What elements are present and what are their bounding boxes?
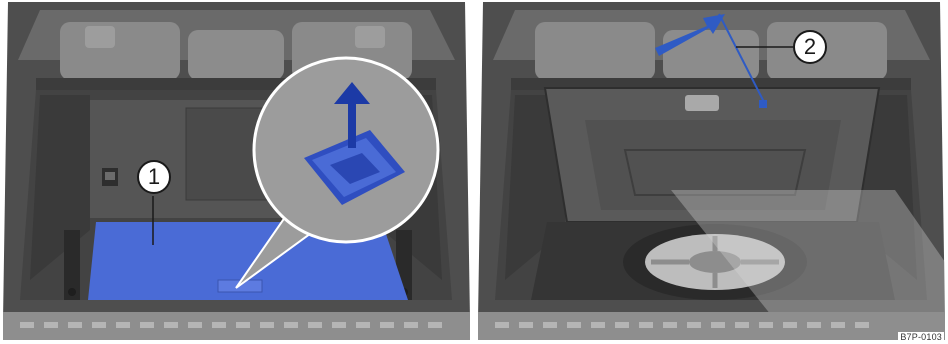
- callout-2-badge: 2: [793, 30, 827, 64]
- right-illustration-panel: 2 B7P-0103: [475, 0, 948, 344]
- trunk-floor-illustration: [0, 0, 473, 344]
- spare-wheel-illustration: [475, 0, 948, 344]
- figure-code-label: B7P-0103: [898, 332, 944, 342]
- left-illustration-panel: 1: [0, 0, 473, 344]
- callout-1-badge: 1: [137, 160, 171, 194]
